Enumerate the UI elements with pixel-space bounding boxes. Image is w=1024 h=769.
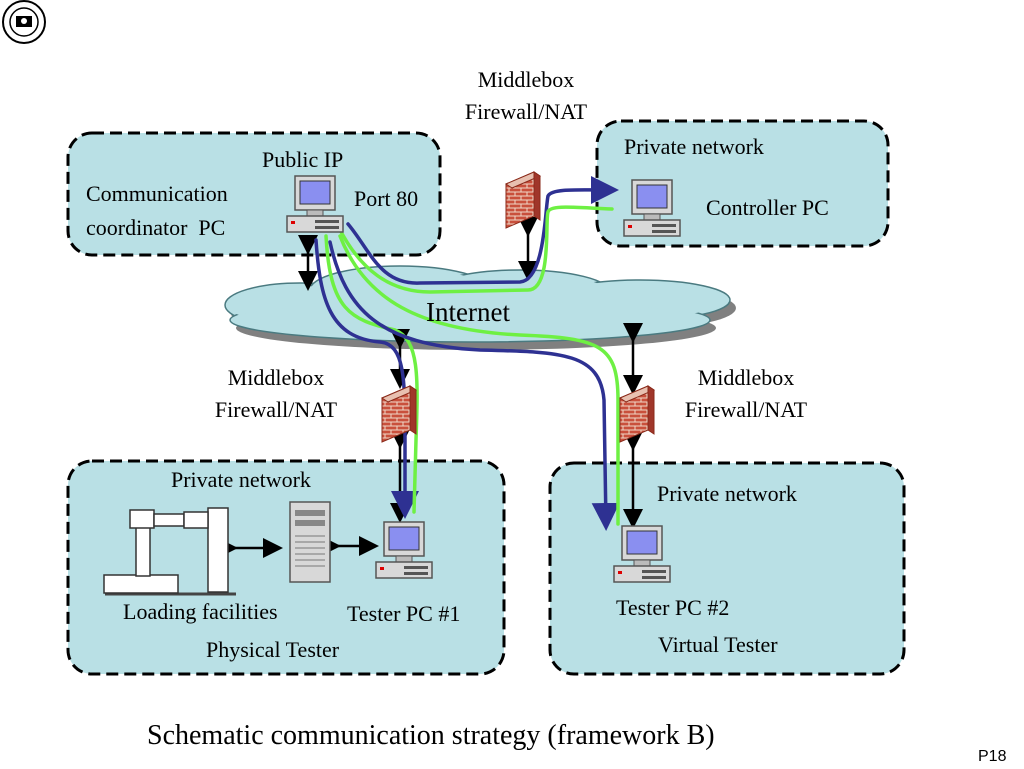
page-number: P18 xyxy=(978,748,1007,765)
tester-pc1-label: Tester PC #1 xyxy=(347,601,461,626)
firewall-top-icon xyxy=(505,171,541,229)
internet-label: Internet xyxy=(426,297,510,327)
coordinator-line2: coordinator PC xyxy=(86,215,226,240)
loading-facilities-label: Loading facilities xyxy=(123,599,278,624)
tester-pc1-icon xyxy=(375,521,433,579)
firewall-right-icon xyxy=(619,385,655,443)
green-path-tester2 xyxy=(338,234,620,526)
port-label: Port 80 xyxy=(354,186,419,211)
blue-path-tester2 xyxy=(328,240,620,531)
middlebox-top-line2: Firewall/NAT xyxy=(464,99,588,124)
middlebox-top-line1: Middlebox xyxy=(477,67,575,92)
middlebox-top-label: Middlebox Firewall/NAT xyxy=(446,68,606,124)
green-path-controller xyxy=(336,205,614,294)
coordinator-pc-icon xyxy=(286,175,344,233)
virtual-network-label: Private network xyxy=(657,481,797,506)
communication-paths xyxy=(314,175,620,531)
controller-pc-icon xyxy=(623,179,681,237)
loading-facility-icon xyxy=(103,507,236,596)
public-ip-label: Public IP xyxy=(262,147,344,172)
tester-pc2-icon xyxy=(613,525,671,583)
slide-caption: Schematic communication strategy (framew… xyxy=(147,720,715,751)
coordinator-line1: Communication xyxy=(86,181,228,206)
green-path-tester1 xyxy=(324,234,419,514)
server-tower-icon xyxy=(289,501,331,583)
firewall-left-icon xyxy=(381,385,417,443)
middlebox-right-line2: Firewall/NAT xyxy=(684,397,808,422)
university-seal-logo xyxy=(2,0,46,44)
controller-network-label: Private network xyxy=(624,134,764,159)
blue-path-controller xyxy=(346,175,619,285)
middlebox-left-label: Middlebox Firewall/NAT xyxy=(196,366,356,422)
middlebox-right-line1: Middlebox xyxy=(697,365,795,390)
physical-tester-label: Physical Tester xyxy=(206,637,340,662)
physical-network-label: Private network xyxy=(171,467,311,492)
controller-pc-label: Controller PC xyxy=(706,195,829,220)
virtual-tester-label: Virtual Tester xyxy=(658,632,778,657)
middlebox-left-line2: Firewall/NAT xyxy=(214,397,338,422)
middlebox-right-label: Middlebox Firewall/NAT xyxy=(666,366,826,422)
middlebox-left-line1: Middlebox xyxy=(227,365,325,390)
tester-pc2-label: Tester PC #2 xyxy=(616,595,730,620)
